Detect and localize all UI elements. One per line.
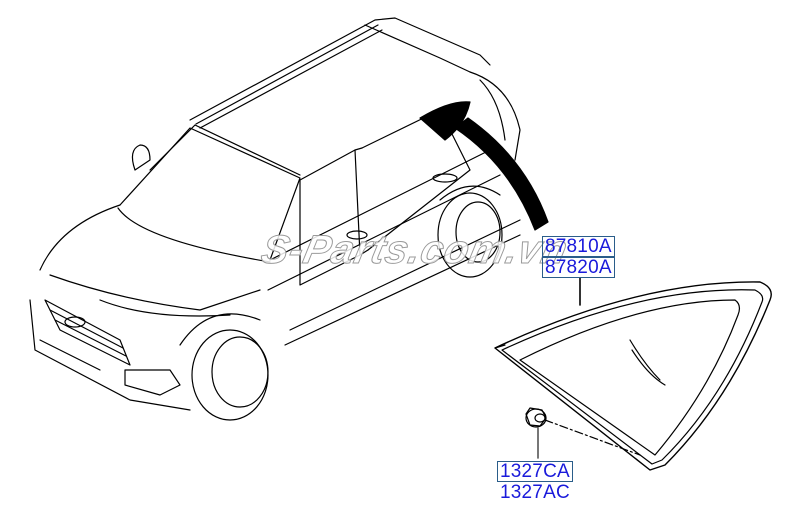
part-label-1327ca[interactable]: 1327CA — [497, 461, 573, 482]
part-label-87810a[interactable]: 87810A — [542, 236, 615, 257]
part-label-87820a[interactable]: 87820A — [542, 257, 615, 278]
part-label-1327ac[interactable]: 1327AC — [500, 482, 570, 503]
